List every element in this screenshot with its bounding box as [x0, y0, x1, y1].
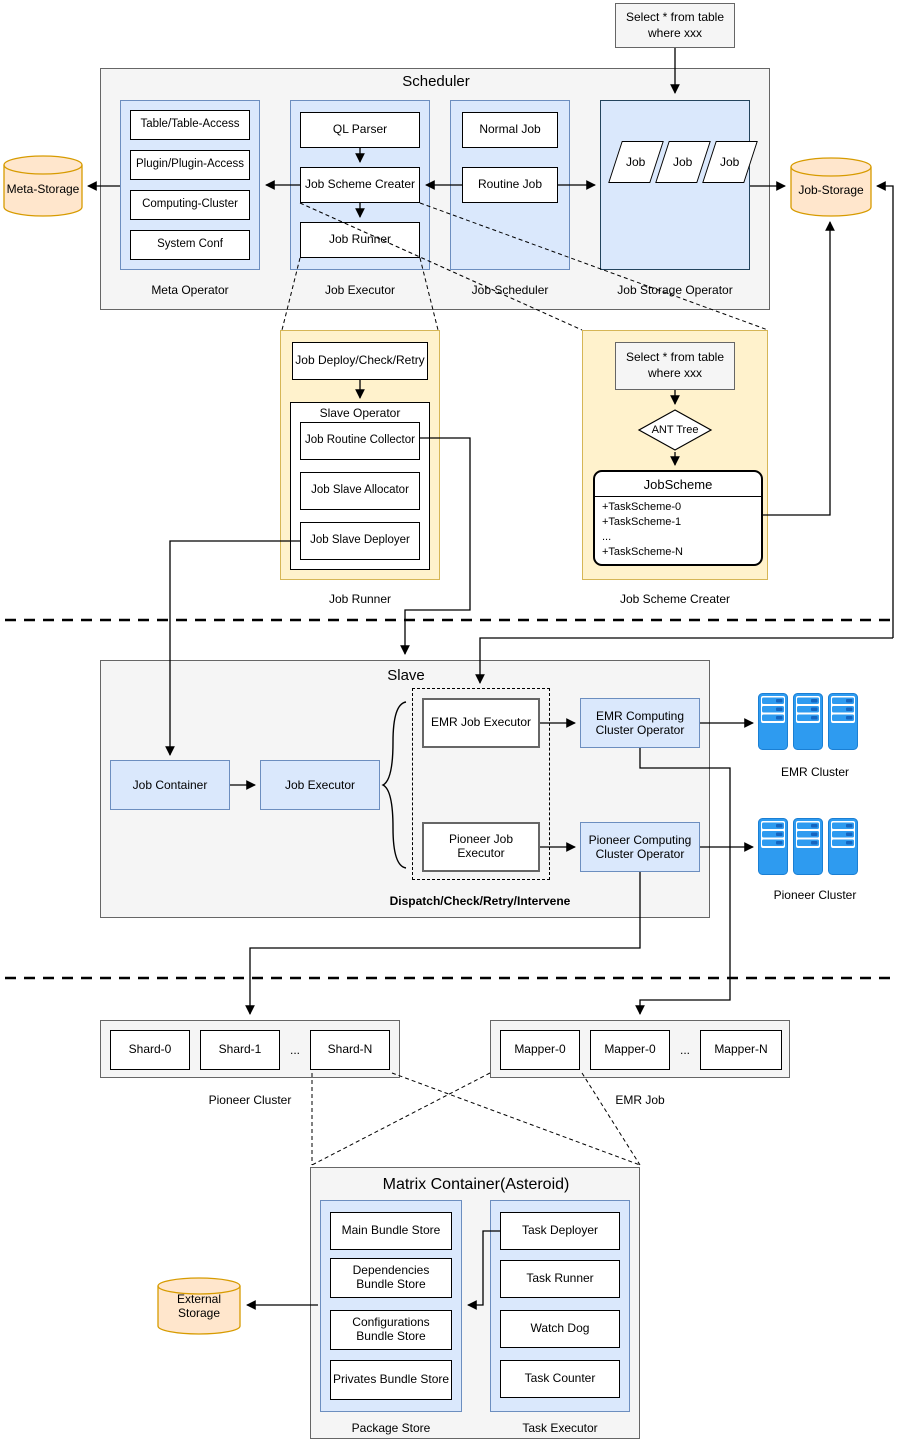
sql-note-scheme: Select * from table where xxx: [615, 342, 735, 390]
dash-mapper-to-matrix-right: [581, 1072, 641, 1166]
jobscheme-field: +TaskScheme-1: [602, 515, 682, 528]
box-shard-1: Shard-1: [200, 1030, 280, 1070]
jobscheme-title: JobScheme: [595, 472, 761, 497]
box-watch-dog: Watch Dog: [500, 1310, 620, 1348]
emr-cluster-label: EMR Cluster: [780, 765, 849, 779]
box-pioneer-job-executor: Pioneer Job Executor: [422, 822, 540, 872]
emr-strip-label: EMR Job: [615, 1093, 665, 1107]
job-storage-operator-label: Job Storage Operator: [617, 283, 733, 297]
box-ql-parser: QL Parser: [300, 112, 420, 148]
box-mapper-0b: Mapper-0: [590, 1030, 670, 1070]
pioneer-strip-label: Pioneer Cluster: [208, 1093, 292, 1107]
box-job-slave-allocator: Job Slave Allocator: [300, 472, 420, 510]
pioneer-cluster-icons: [758, 818, 858, 875]
job-scheduler-label: Job Scheduler: [471, 283, 549, 297]
box-main-bundle-store: Main Bundle Store: [330, 1212, 452, 1250]
box-routine-job: Routine Job: [462, 167, 558, 203]
job-parallelogram: Job: [655, 141, 711, 183]
box-task-counter: Task Counter: [500, 1360, 620, 1398]
job-parallelogram-row: Job Job Job: [608, 141, 758, 183]
meta-storage-label: Meta-Storage: [6, 182, 80, 196]
database-icon: [790, 157, 872, 217]
package-store-label: Package Store: [351, 1421, 431, 1435]
box-configurations-bundle-store: Configurations Bundle Store: [330, 1310, 452, 1350]
box-mapper-0a: Mapper-0: [500, 1030, 580, 1070]
pioneer-cluster-label: Pioneer Cluster: [773, 888, 857, 902]
job-storage-cylinder: Job-Storage: [790, 157, 872, 217]
box-emr-job-executor: EMR Job Executor: [422, 698, 540, 748]
shard-ellipsis: ...: [289, 1043, 300, 1057]
server-icon: [828, 818, 858, 875]
server-icon: [758, 818, 788, 875]
dash-shard-to-matrix-right: [391, 1072, 641, 1166]
box-table-access: Table/Table-Access: [130, 110, 250, 140]
box-system-conf: System Conf: [130, 230, 250, 260]
arrow-right-to-jobstorage: [876, 181, 894, 638]
box-job-deploy-check-retry: Job Deploy/Check/Retry: [292, 342, 428, 380]
job-runner-label: Job Runner: [328, 592, 392, 606]
jobscheme-field: ...: [602, 530, 612, 543]
job-executor-label: Job Executor: [324, 283, 396, 297]
box-normal-job: Normal Job: [462, 112, 558, 148]
box-job-routine-collector: Job Routine Collector: [300, 422, 420, 460]
ant-tree-diamond: ANT Tree: [637, 408, 713, 452]
box-slave-job-executor: Job Executor: [260, 760, 380, 810]
database-icon: [157, 1277, 241, 1335]
server-icon: [793, 693, 823, 750]
box-pioneer-operator: Pioneer Computing Cluster Operator: [580, 822, 700, 872]
job-scheme-creater-label: Job Scheme Creater: [619, 592, 731, 606]
emr-cluster-icons: [758, 693, 858, 750]
box-computing-cluster: Computing-Cluster: [130, 190, 250, 220]
jobscheme-field: +TaskScheme-N: [602, 545, 684, 558]
server-icon: [758, 693, 788, 750]
server-icon: [828, 693, 858, 750]
slave-caption: Dispatch/Check/Retry/Intervene: [389, 894, 571, 908]
dash-mapper-to-matrix-left: [311, 1072, 491, 1166]
job-storage-operator-group: Job Job Job: [600, 100, 758, 270]
job-storage-label: Job-Storage: [798, 183, 864, 197]
box-mapper-n: Mapper-N: [700, 1030, 782, 1070]
task-executor-label: Task Executor: [522, 1421, 598, 1435]
external-storage-label: External Storage: [176, 1292, 222, 1320]
arrow-jobscheme-to-jobstorage: [763, 221, 835, 516]
server-icon: [793, 818, 823, 875]
box-privates-bundle-store: Privates Bundle Store: [330, 1360, 452, 1400]
box-job-runner: Job Runner: [300, 222, 420, 258]
meta-storage-cylinder: Meta-Storage: [3, 155, 83, 217]
database-icon: [3, 155, 83, 217]
external-storage-cylinder: External Storage: [157, 1277, 241, 1335]
job-parallelogram: Job: [702, 141, 758, 183]
job-parallelogram: Job: [608, 141, 664, 183]
box-shard-n: Shard-N: [310, 1030, 390, 1070]
box-job-scheme-creater: Job Scheme Creater: [300, 167, 420, 203]
box-plugin-access: Plugin/Plugin-Access: [130, 150, 250, 180]
jobscheme-field: +TaskScheme-0: [602, 501, 682, 513]
box-emr-operator: EMR Computing Cluster Operator: [580, 698, 700, 748]
box-shard-0: Shard-0: [110, 1030, 190, 1070]
box-task-deployer: Task Deployer: [500, 1212, 620, 1250]
slave-operator-title: Slave Operator: [319, 406, 401, 420]
diamond-shape: [637, 409, 713, 451]
box-job-container: Job Container: [110, 760, 230, 810]
box-job-slave-deployer: Job Slave Deployer: [300, 522, 420, 560]
meta-operator-label: Meta Operator: [151, 283, 229, 297]
sql-note-top: Select * from table where xxx: [615, 3, 735, 48]
scheduler-title: Scheduler: [402, 73, 470, 90]
matrix-title: Matrix Container(Asteroid): [382, 1176, 570, 1193]
slave-title: Slave: [387, 667, 425, 684]
jobscheme-class-box: JobScheme +TaskScheme-0 +TaskScheme-1 ..…: [593, 470, 763, 566]
box-task-runner: Task Runner: [500, 1260, 620, 1298]
mapper-ellipsis: ...: [679, 1043, 690, 1057]
box-dependencies-bundle-store: Dependencies Bundle Store: [330, 1258, 452, 1298]
